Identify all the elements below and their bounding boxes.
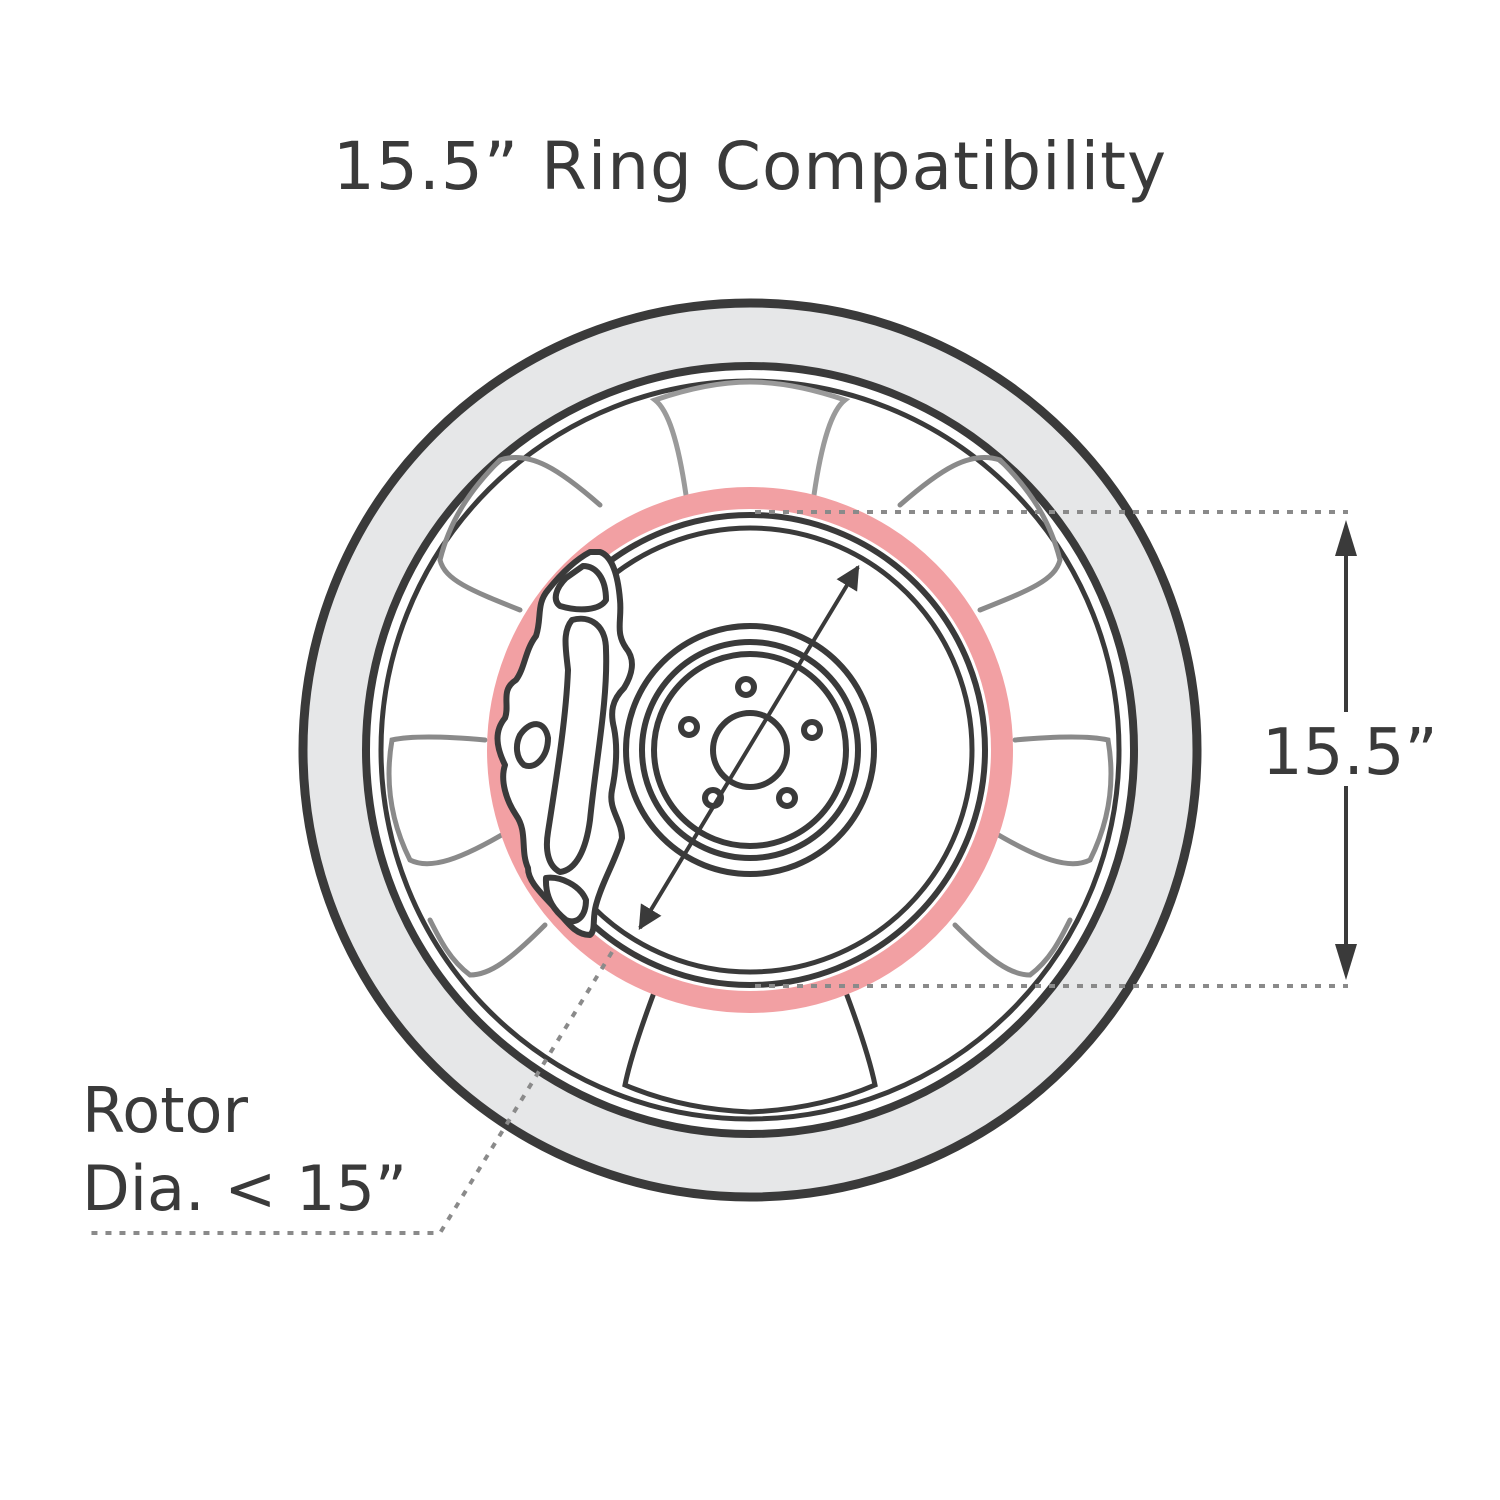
wheel-spokes [386, 379, 1114, 1115]
dimension-arrow [1335, 520, 1357, 980]
rotor-diameter-arrow [638, 564, 860, 931]
rotor-diameter-label: Rotor Dia. < 15” [82, 1072, 407, 1228]
brake-caliper [494, 549, 635, 938]
diagram-title: 15.5” Ring Compatibility [332, 128, 1168, 205]
dimension-extension-lines [755, 510, 1348, 988]
ring-dimension-label: 15.5” [1262, 716, 1438, 790]
rotor-label-line2: Dia. < 15” [82, 1152, 408, 1225]
rotor-leader-line [88, 950, 614, 1235]
rotor-label-line1: Rotor [82, 1074, 248, 1147]
